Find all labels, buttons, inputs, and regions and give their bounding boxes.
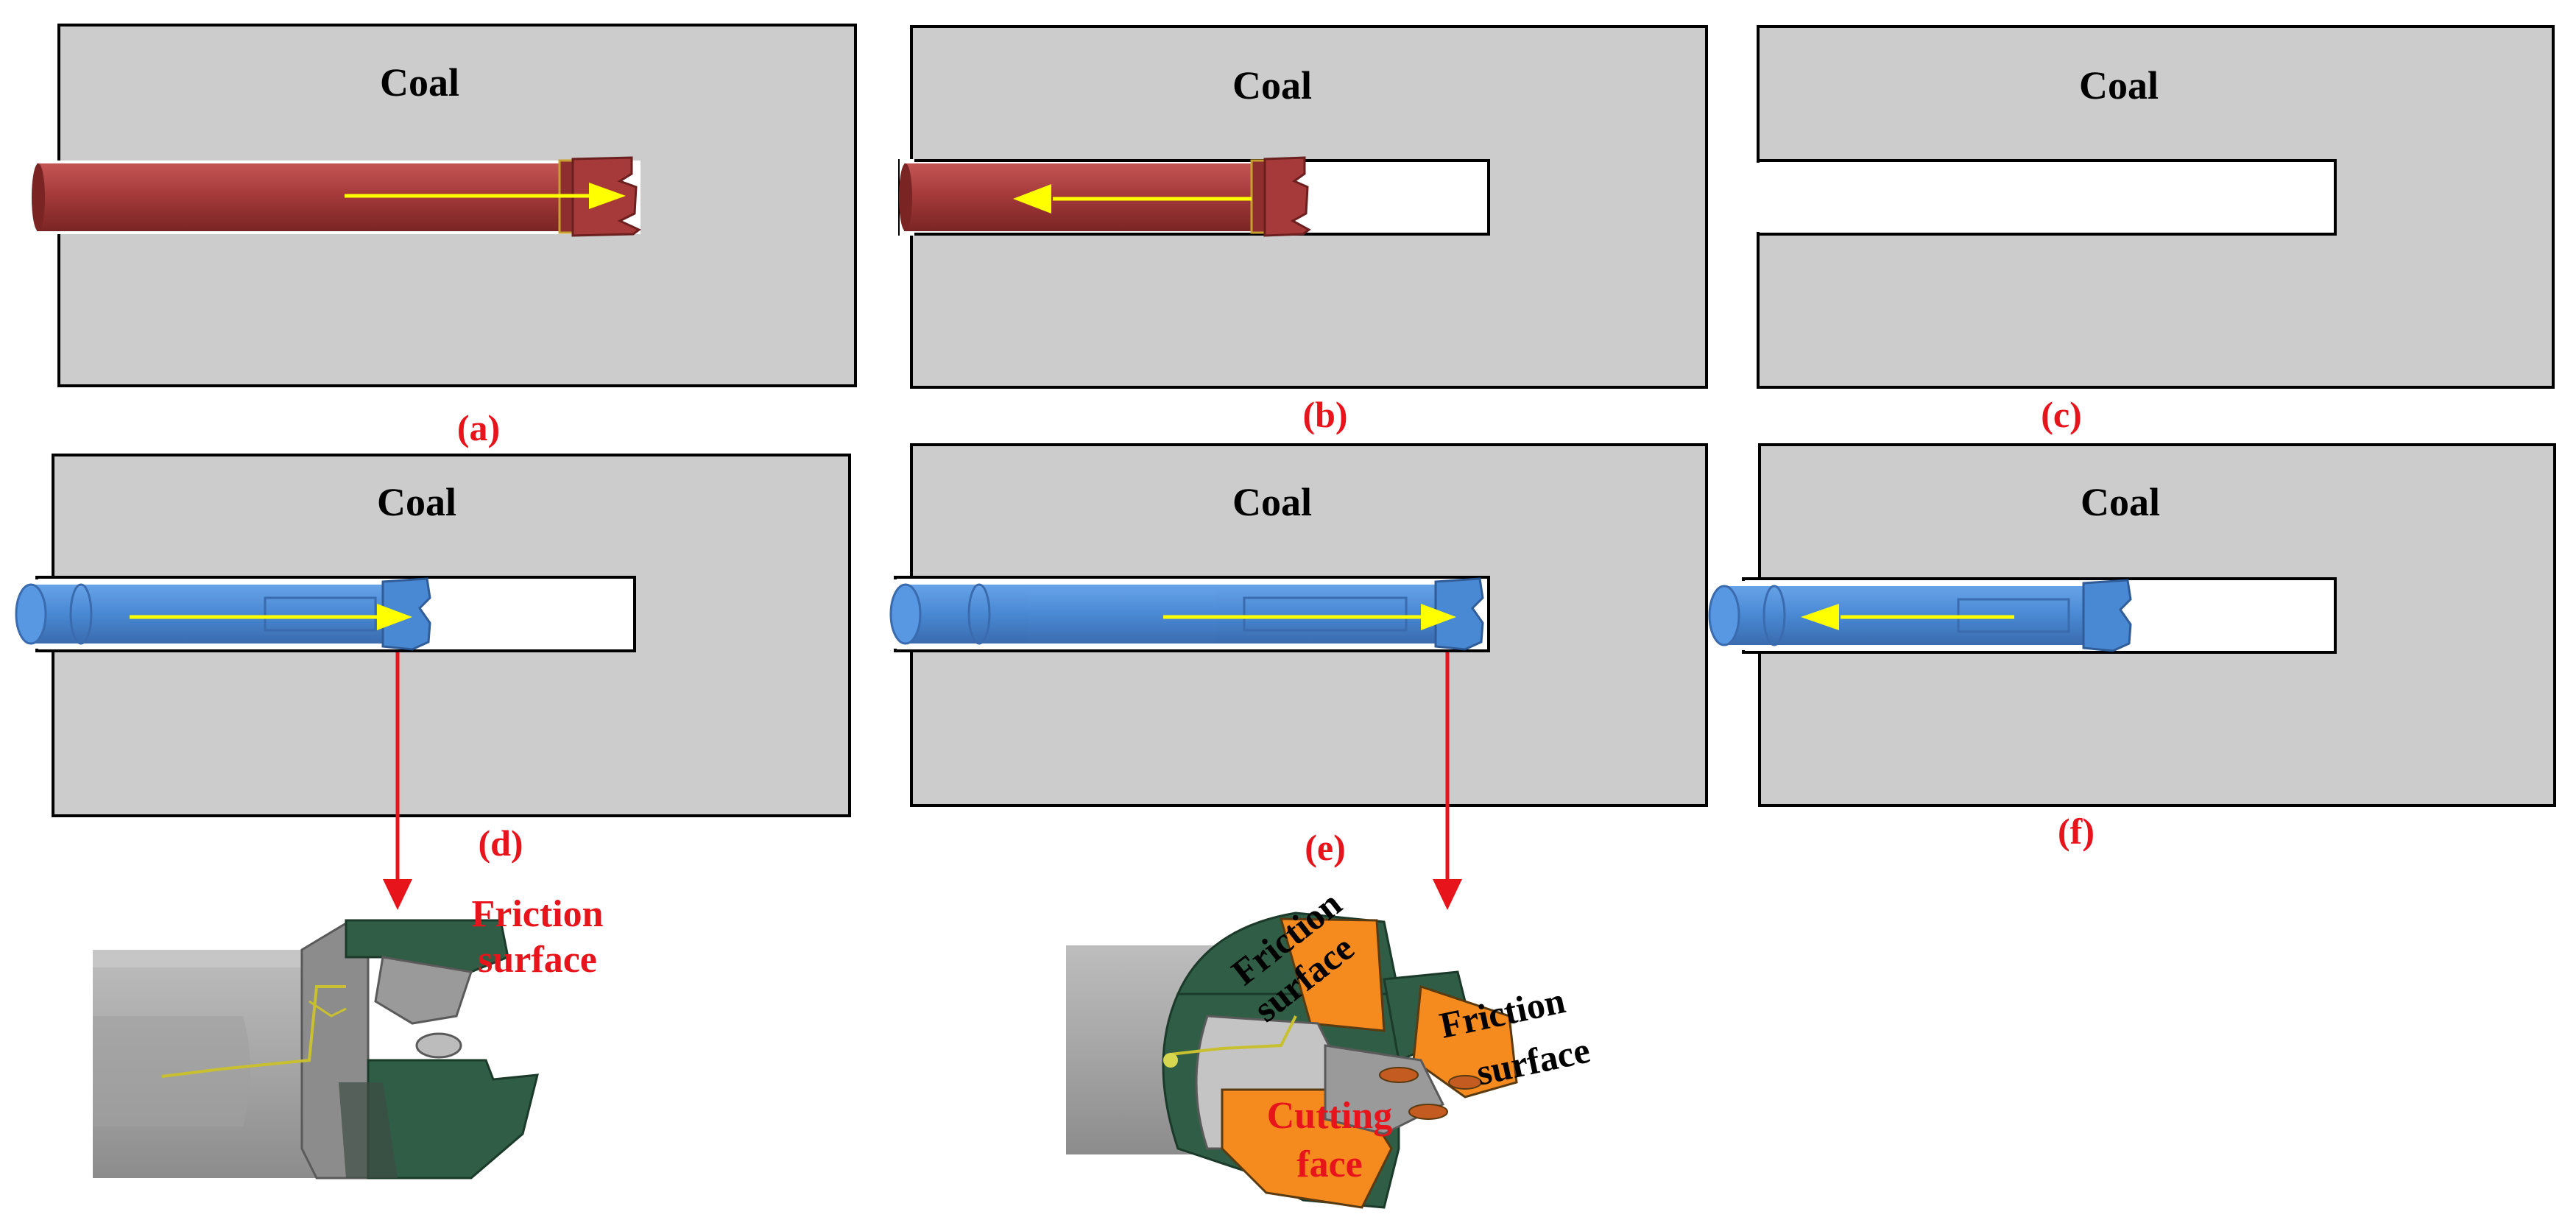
- friction-surface-a: [1280, 917, 1386, 1032]
- drill-rod-blue: [889, 577, 1484, 651]
- coal-label: Coal: [2081, 480, 2160, 524]
- cutting-label-line1: Cutting: [1267, 1095, 1392, 1137]
- cutting-label-line2: face: [1296, 1143, 1362, 1185]
- panel-a: Coal (a): [32, 24, 857, 448]
- coal-label: Coal: [1232, 480, 1312, 524]
- borehole: [1757, 159, 2337, 236]
- coal-label: Coal: [377, 480, 456, 524]
- caption-a: (a): [457, 407, 500, 448]
- caption-c: (c): [2041, 394, 2082, 435]
- bit-detail-d: Friction surface: [93, 893, 604, 1180]
- friction-label-line1: Friction: [471, 893, 603, 935]
- zoom-arrow: [383, 652, 412, 910]
- drill-rod-blue: [15, 577, 431, 651]
- direction-arrow-right: [345, 183, 626, 209]
- caption-b: (b): [1302, 394, 1347, 435]
- panel-c: Coal (c): [1757, 25, 2555, 435]
- friction-surface-b: [1412, 984, 1518, 1099]
- drill-rod-red: [899, 156, 1311, 237]
- direction-arrow-left: [1013, 184, 1252, 214]
- bit-detail-e: Friction surface Friction surface Cuttin…: [1066, 882, 1593, 1209]
- caption-e: (e): [1305, 827, 1346, 868]
- panel-f: Coal (f): [1708, 443, 2556, 852]
- coal-label: Coal: [2079, 63, 2159, 107]
- direction-arrow-left: [1801, 604, 2014, 630]
- friction-label-line2: surface: [478, 939, 597, 981]
- panel-b: Coal (b): [898, 25, 1708, 435]
- direction-arrow-right: [130, 604, 412, 630]
- caption-d: (d): [478, 822, 523, 864]
- panel-e: Coal (e): [889, 443, 1708, 910]
- coal-label: Coal: [380, 60, 459, 105]
- zoom-arrow: [1433, 652, 1462, 910]
- coal-label: Coal: [1232, 63, 1312, 107]
- caption-f: (f): [2058, 811, 2095, 852]
- panel-d: Coal (d): [15, 454, 851, 910]
- direction-arrow-right: [1163, 604, 1456, 630]
